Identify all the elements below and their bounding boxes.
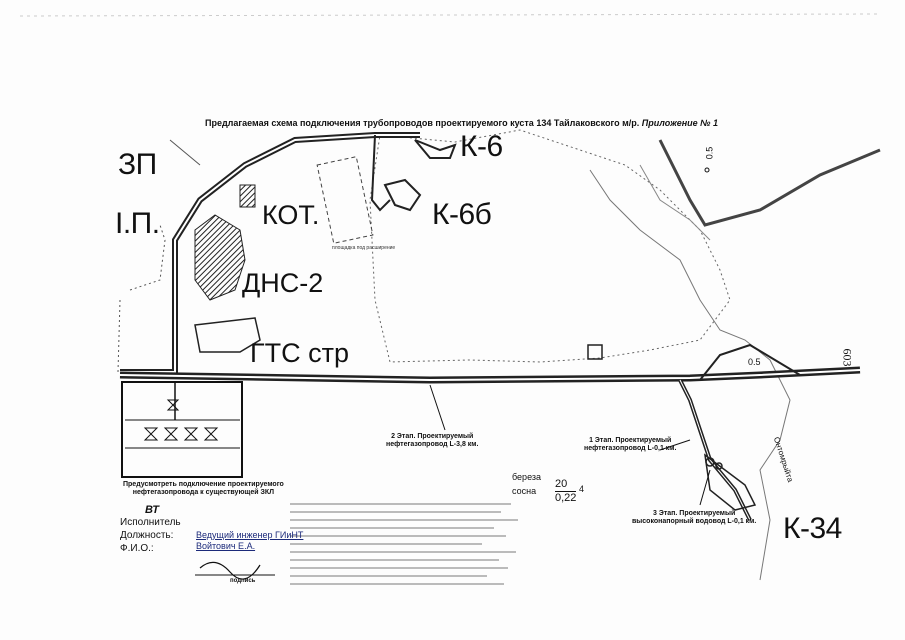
label-dns2: ДНС-2: [242, 268, 324, 298]
valve-box: [121, 381, 243, 478]
note-line: [290, 503, 511, 505]
page-number: 603: [840, 348, 855, 367]
label-expansion: площадка под расширение: [332, 245, 396, 251]
name-value: Войтович Е.А.: [196, 541, 256, 551]
stage3-annotation: 3 Этап. Проектируемый высоконапорный вод…: [632, 510, 756, 526]
executor-initials: ВТ: [145, 504, 159, 516]
stage3-desc: высоконапорный водовод L-0,1 км.: [632, 518, 757, 525]
label-k34: К-34: [783, 512, 842, 545]
signature-scribble: [199, 561, 261, 580]
expansion-area: [316, 156, 374, 244]
connection-note-line2: нефтегазопровода к существующей ЗКЛ: [132, 489, 275, 496]
note-line: [290, 535, 506, 537]
connection-note: Предусмотреть подключение проектируемого…: [123, 481, 284, 497]
title-main: Предлагаемая схема подключения трубопров…: [205, 118, 640, 128]
sign-label: подпись: [230, 578, 256, 584]
label-k6b: К-6б: [432, 198, 492, 231]
k34-pad: [704, 453, 757, 511]
leader-stage1: [659, 439, 691, 451]
label-kot: КОТ.: [262, 200, 320, 230]
note-line: [290, 551, 516, 553]
pipeline-corridor-inner: [120, 134, 420, 373]
note-line: [290, 567, 509, 569]
small-structure: [587, 344, 603, 360]
note-line: [290, 559, 499, 561]
leader-stage3: [699, 469, 711, 506]
label-elev-top: 0.5: [704, 146, 715, 160]
road-top-right: [658, 139, 881, 227]
tree-denominator: 0,22: [555, 491, 577, 504]
tree-side: 4: [579, 484, 585, 494]
note-line: [290, 583, 504, 585]
map-title: Предлагаемая схема подключения трубопров…: [205, 118, 718, 128]
stage2-annotation: 2 Этап. Проектируемый нефтегазопровод L-…: [386, 433, 478, 449]
stage3-title: 3 Этап. Проектируемый: [653, 510, 736, 517]
pipeline-corridor-north: [120, 132, 420, 375]
k6b-pad: [383, 178, 422, 212]
position-value: Ведущий инженер ГИиНТ: [196, 530, 304, 540]
stage1-annotation: 1 Этап. Проектируемый нефтегазопровод L-…: [584, 437, 676, 453]
elevation-dot: [704, 167, 710, 173]
valve-symbols: [143, 399, 219, 441]
note-line: [290, 519, 518, 521]
faded-note: [290, 497, 530, 597]
west-dashed: [129, 224, 166, 291]
k6-pad: [414, 139, 457, 159]
label-elev-mid: 0.5: [748, 357, 761, 367]
label-ip: І.П.: [115, 207, 160, 240]
connection-note-line1: Предусмотреть подключение проектируемого: [123, 481, 284, 488]
contour-line: [639, 164, 711, 241]
note-line: [290, 511, 502, 513]
note-line: [290, 575, 487, 577]
k34-well: [705, 457, 715, 467]
west-dashed-2: [117, 299, 121, 373]
executor-label: Исполнитель: [120, 517, 181, 528]
kot-hatch: [239, 184, 256, 208]
scan-edge-line: [19, 13, 881, 17]
note-line: [290, 543, 482, 545]
dotted-boundary: [369, 129, 731, 363]
k6-access-road: [370, 134, 391, 212]
tree-label-1: береза: [512, 472, 542, 482]
position-label: Должность:: [120, 530, 174, 541]
label-zp: ЗП: [118, 148, 157, 181]
title-appendix: Приложение № 1: [641, 118, 718, 128]
dns2-hatched-area: [194, 214, 246, 301]
nw-line: [169, 139, 201, 166]
stage2-title: 2 Этап. Проектируемый: [391, 433, 474, 440]
tree-label-2: сосна: [512, 486, 537, 496]
stage1-desc: нефтегазопровод L-0,1 км.: [584, 445, 677, 452]
name-label: Ф.И.О.:: [120, 543, 154, 554]
pipeline-corridor-main-inner: [119, 369, 861, 382]
hill-contour: [699, 343, 801, 381]
branch-pipeline-k34-inner: [679, 379, 751, 521]
label-gts: ГТС стр: [250, 338, 349, 368]
note-line: [290, 527, 494, 529]
label-k6: К-6: [460, 130, 503, 163]
leader-stage2: [429, 384, 446, 431]
k34-well-2: [715, 462, 723, 470]
stage1-title: 1 Этап. Проектируемый: [589, 437, 672, 444]
gts-building: [194, 317, 261, 353]
swamp-contour: [589, 169, 791, 581]
tree-numerator: 20: [555, 478, 568, 490]
stage2-desc: нефтегазопровод L-3,8 км.: [386, 441, 479, 448]
